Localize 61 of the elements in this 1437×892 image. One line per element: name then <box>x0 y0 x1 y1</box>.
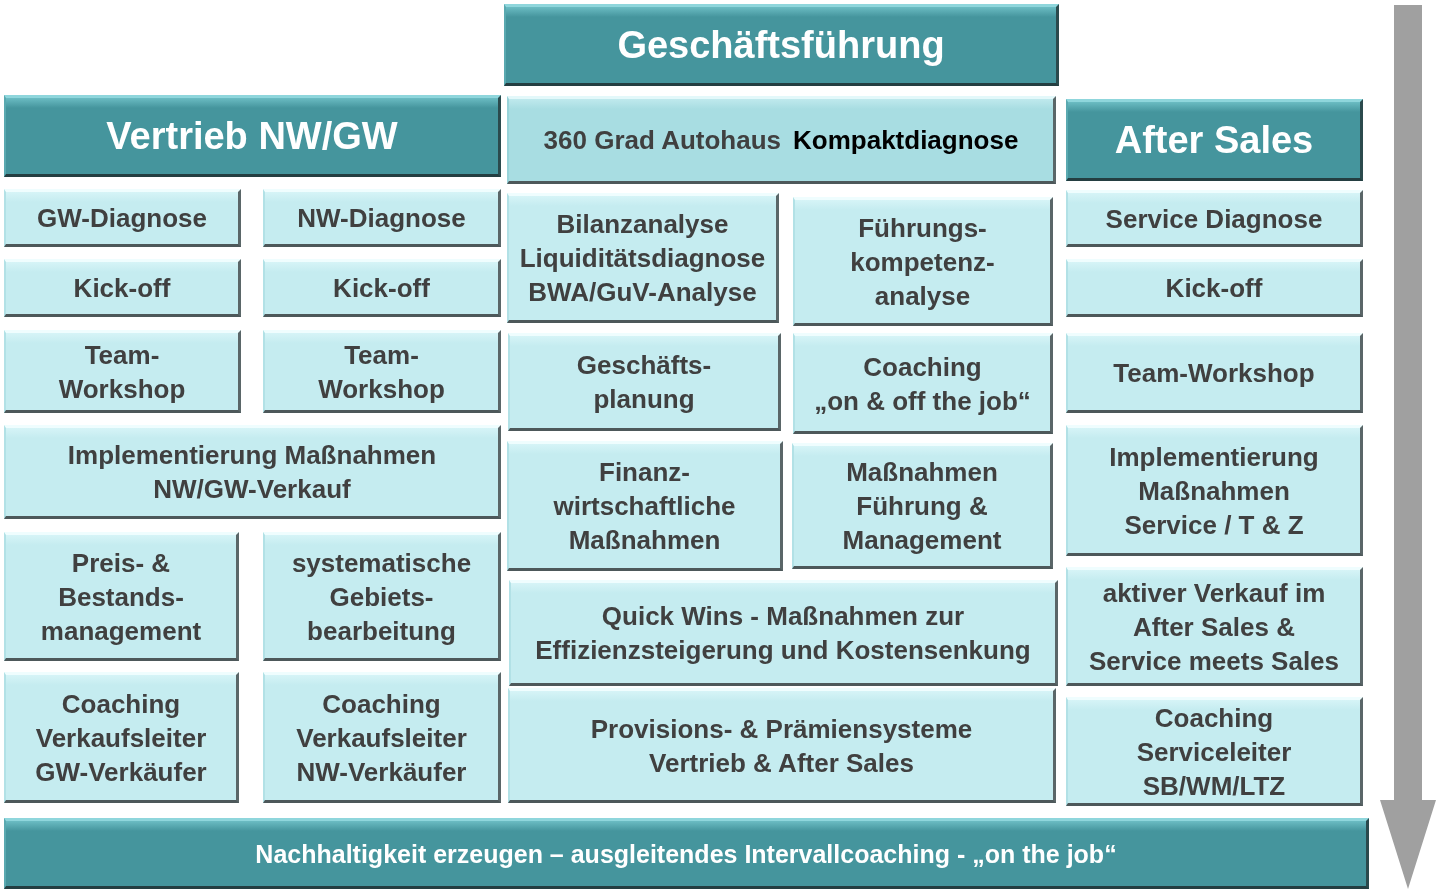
module-box <box>4 425 501 519</box>
topic-label: Kompaktdiagnose <box>793 124 1019 157</box>
section-header <box>504 4 1059 86</box>
module-label: Geschäfts- planung <box>576 349 712 416</box>
footer-bar <box>4 818 1369 889</box>
module-label: Führungs- kompetenz- analyse <box>850 211 995 313</box>
module-box <box>263 189 501 247</box>
module-box <box>793 333 1053 434</box>
module-label: Implementierung Maßnahmen NW/GW-Verkauf <box>67 439 437 506</box>
module-label: Service Diagnose <box>1105 202 1323 236</box>
module-label: GW-Diagnose <box>37 202 207 235</box>
module-box <box>1066 190 1363 247</box>
module-box <box>1066 259 1363 317</box>
section-header <box>1066 99 1363 181</box>
module-box <box>1066 697 1363 806</box>
module-box <box>4 259 241 317</box>
module-label: Preis- & Bestands- management <box>40 546 202 648</box>
module-box <box>792 443 1053 569</box>
module-label: Finanz- wirtschaftliche Maßnahmen <box>553 456 736 557</box>
module-label: Kick-off <box>73 272 171 305</box>
module-box <box>509 580 1058 686</box>
header-label: Vertrieb NW/GW <box>106 114 398 158</box>
module-label: Kick-off <box>333 272 430 305</box>
module-label: Team-Workshop <box>1113 357 1315 390</box>
module-label: Provisions- & Prämiensysteme Vertrieb & After Sales <box>590 712 973 780</box>
module-box <box>263 330 501 413</box>
header-label: After Sales <box>1114 118 1314 162</box>
module-box <box>507 441 783 571</box>
module-label: Coaching Verkaufsleiter NW-Verkäufer <box>296 687 467 789</box>
module-label: aktiver Verkauf im After Sales & Service meets Sales <box>1088 576 1340 678</box>
module-box <box>508 333 781 431</box>
header-label: Geschäftsführung <box>617 23 945 67</box>
module-label: Kick-off <box>1165 272 1263 305</box>
module-label: Implementierung Maßnahmen Service / T & Z <box>1109 440 1319 542</box>
footer-label: Nachhaltigkeit erzeugen – ausgleitendes Intervallcoaching - „on the job“ <box>255 838 1117 870</box>
module-label: systematische Gebiets- bearbeitung <box>291 546 472 648</box>
module-box <box>1066 567 1363 686</box>
section-header <box>4 95 501 177</box>
module-box <box>793 197 1053 326</box>
module-box <box>507 193 779 323</box>
module-label: Bilanzanalyse Liquiditätsdiagnose BWA/GuV-Analyse <box>519 208 766 309</box>
module-box <box>4 672 239 803</box>
module-label: Team- Workshop <box>58 338 186 406</box>
module-box <box>4 189 241 247</box>
module-label: Coaching „on & off the job“ <box>814 350 1031 418</box>
module-label: Coaching Serviceleiter SB/WM/LTZ <box>1136 701 1292 803</box>
topic-header <box>507 96 1056 184</box>
module-label: NW-Diagnose <box>297 202 466 235</box>
module-box <box>1066 333 1363 413</box>
module-box <box>4 532 239 661</box>
topic-label: 360 Grad Autohaus <box>543 124 782 157</box>
module-label: Team- Workshop <box>318 338 445 406</box>
module-box <box>1066 425 1363 556</box>
module-box <box>263 672 501 803</box>
module-label: Quick Wins - Maßnahmen zur Effizienzsteigerung und Kostensenkung <box>535 600 1031 667</box>
module-box <box>263 259 501 317</box>
module-label: Coaching Verkaufsleiter GW-Verkäufer <box>35 687 207 789</box>
module-box <box>508 688 1056 803</box>
module-box <box>263 532 501 661</box>
module-box <box>4 330 241 413</box>
module-label: Maßnahmen Führung & Management <box>842 456 1002 557</box>
